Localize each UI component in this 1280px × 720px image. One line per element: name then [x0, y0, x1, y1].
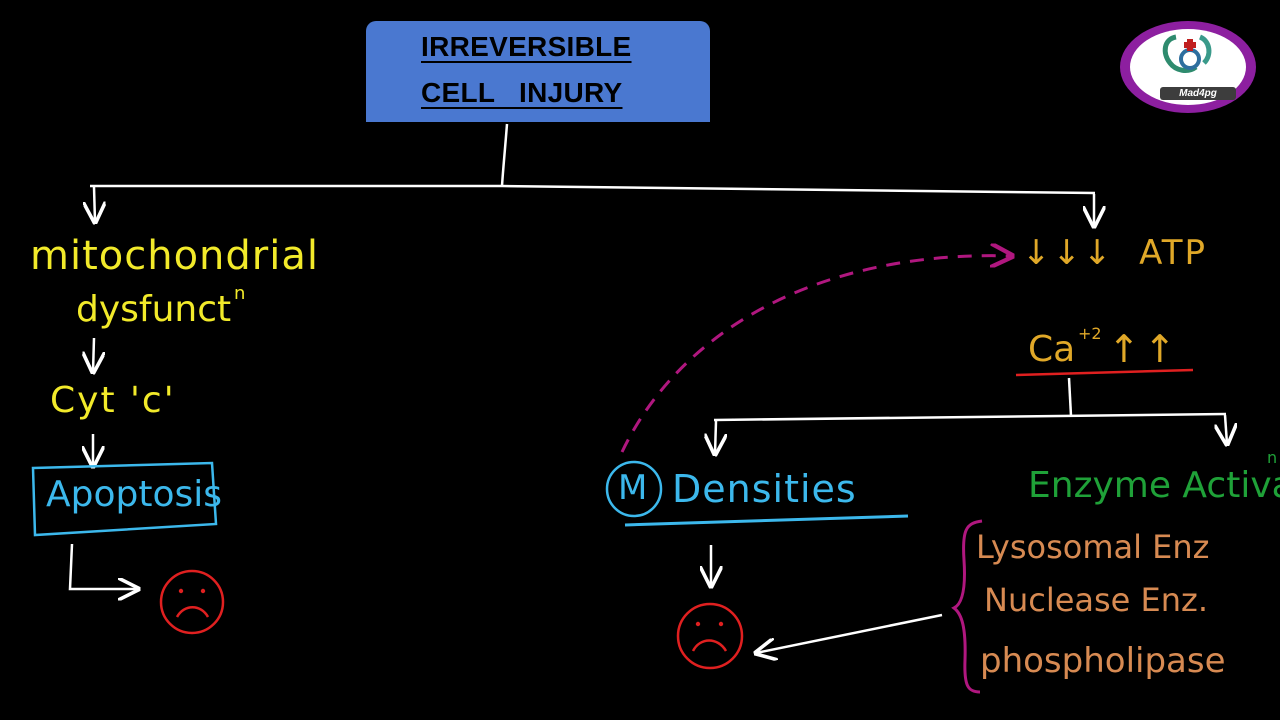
enzyme-activation-superscript: n — [1267, 448, 1278, 467]
arrow-to-densities — [715, 420, 716, 454]
dysfunction-label: dysfunct — [76, 289, 232, 330]
nuclease-enzyme-label: Nuclease Enz. — [984, 581, 1208, 619]
calcium-underline — [1015, 368, 1194, 377]
lysosomal-enzyme-label: Lysosomal Enz — [976, 528, 1210, 566]
calcium-label: Ca — [1028, 329, 1076, 370]
sad-face-icon — [676, 602, 744, 670]
calcium-increase-arrows: ↑↑ — [1108, 327, 1180, 371]
phospholipase-label: phospholipase — [980, 641, 1226, 681]
sad-face-icon — [159, 569, 225, 635]
calcium-superscript: +2 — [1078, 324, 1102, 343]
main-branch-line — [90, 184, 1096, 195]
arrow-to-enzyme — [1225, 414, 1227, 444]
apoptosis-label: Apoptosis — [46, 474, 223, 515]
logo-text: Mad4pg — [1160, 87, 1236, 100]
apoptosis-box — [31, 461, 218, 537]
arrow-enzymes-to-face — [756, 613, 943, 653]
title-box: IRREVERSIBLE CELL INJURY — [366, 21, 710, 122]
enzyme-brace — [951, 519, 983, 694]
m-circle-outline — [605, 460, 663, 518]
title-line-1: IRREVERSIBLE — [421, 31, 632, 62]
m-circle-letter: M — [618, 468, 648, 508]
logo-inner: Mad4pg — [1130, 29, 1246, 105]
arrow-to-mito — [94, 186, 95, 222]
cytochrome-c-label: Cyt 'c' — [50, 380, 176, 421]
dashed-curve-densities-to-atp — [620, 256, 1012, 453]
densities-underline — [624, 514, 909, 527]
densities-label: Densities — [672, 467, 857, 511]
arrow-to-cyt — [93, 337, 94, 372]
dysfunction-superscript: n — [234, 283, 246, 304]
trunk-line — [500, 123, 509, 187]
calcium-stem — [1067, 377, 1073, 417]
calcium-branch-line — [713, 412, 1227, 422]
title-line-2: CELL INJURY — [421, 77, 623, 108]
mad4pg-logo: Mad4pg — [1120, 21, 1256, 113]
atp-label: ↓↓↓ ATP — [1022, 233, 1207, 273]
mitochondrial-label: mitochondrial — [30, 233, 319, 279]
stethoscope-logo-icon — [1162, 34, 1212, 73]
enzyme-activation-label: Enzyme Activat — [1028, 465, 1280, 506]
arrow-apoptosis-to-face — [68, 543, 138, 589]
